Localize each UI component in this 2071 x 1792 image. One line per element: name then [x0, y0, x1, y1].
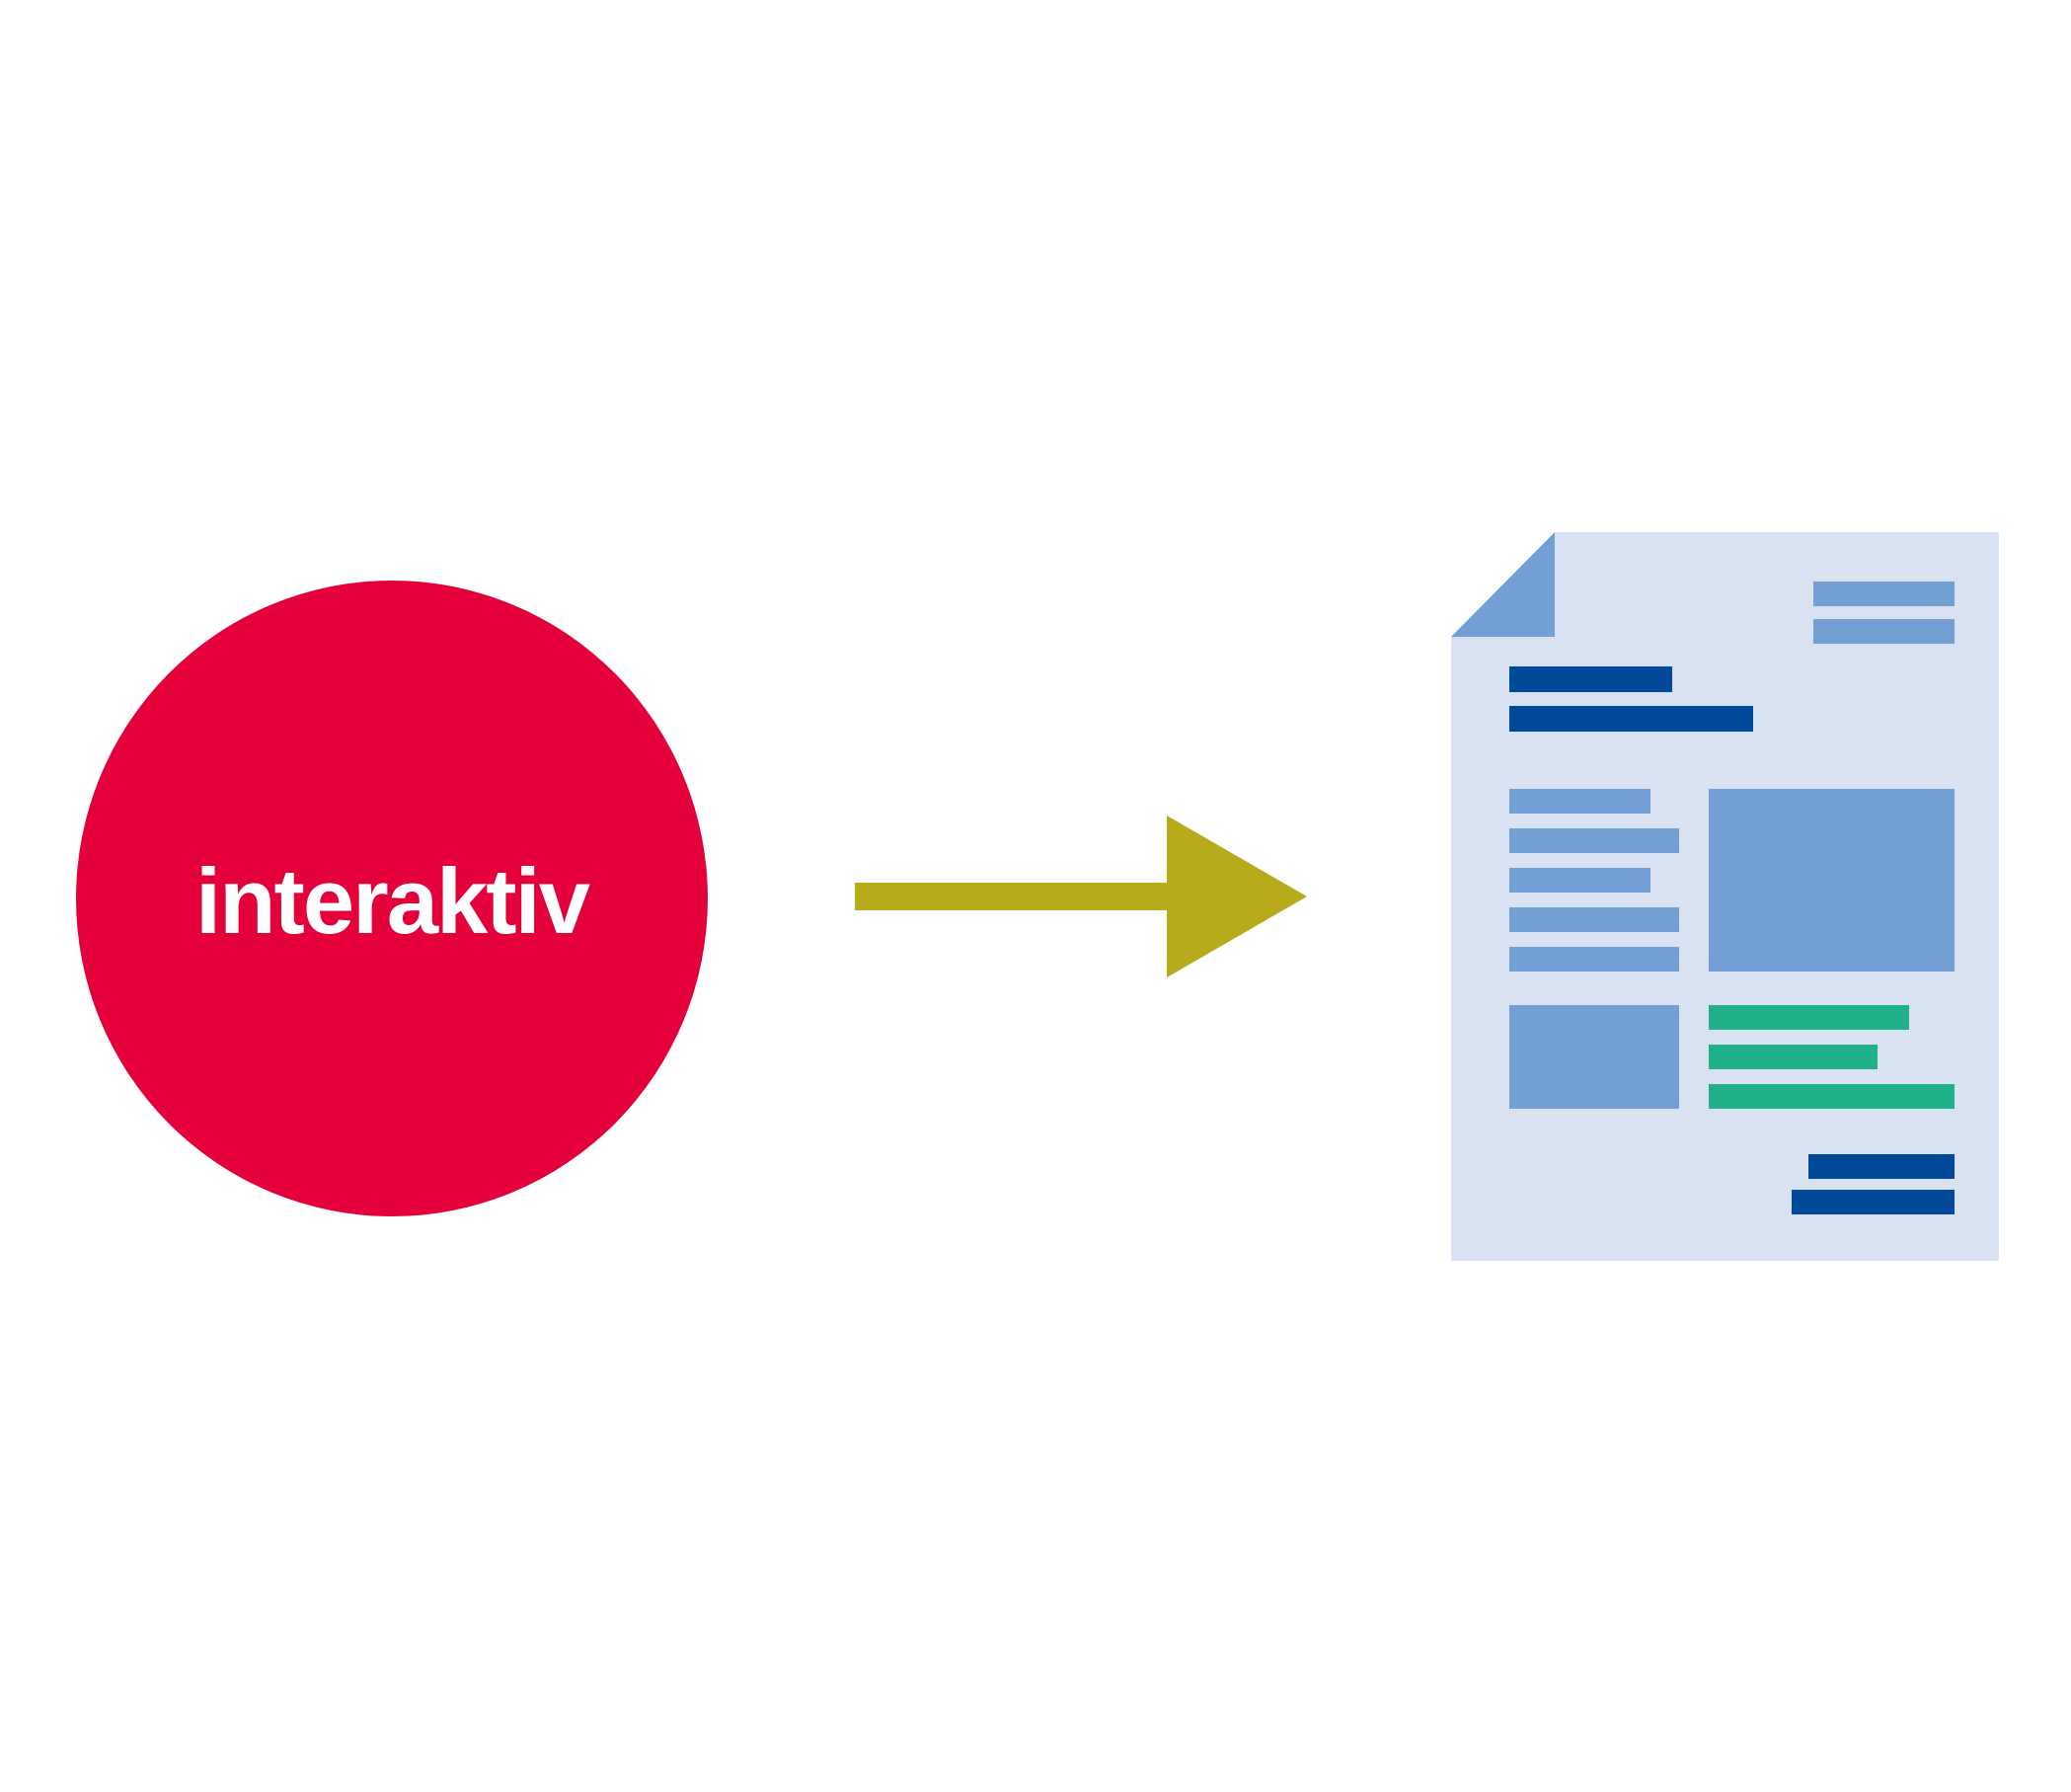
placeholder-highlight-line	[1709, 1005, 1909, 1030]
placeholder-line	[1509, 907, 1679, 932]
placeholder-footer-line	[1792, 1190, 1955, 1214]
placeholder-line	[1813, 582, 1955, 606]
right-arrow-icon	[855, 816, 1307, 977]
placeholder-footer-line	[1808, 1154, 1955, 1179]
arrow-head	[1167, 816, 1307, 977]
placeholder-line	[1509, 947, 1679, 972]
badge-label: interaktiv	[195, 849, 590, 953]
placeholder-line	[1509, 789, 1650, 814]
placeholder-highlight-line	[1709, 1045, 1878, 1069]
placeholder-line	[1509, 868, 1650, 893]
placeholder-line	[1813, 619, 1955, 644]
placeholder-highlight-line	[1709, 1084, 1955, 1109]
badge-circle	[76, 581, 708, 1216]
placeholder-image	[1509, 1005, 1679, 1109]
placeholder-title-line	[1509, 706, 1753, 732]
document-folded-corner	[1451, 532, 1555, 637]
interaktiv-badge: interaktiv	[76, 581, 708, 1216]
placeholder-title-line	[1509, 666, 1672, 692]
document-icon	[1451, 532, 1999, 1261]
placeholder-image	[1709, 789, 1955, 972]
arrow-shaft	[855, 883, 1171, 910]
placeholder-line	[1509, 828, 1679, 853]
